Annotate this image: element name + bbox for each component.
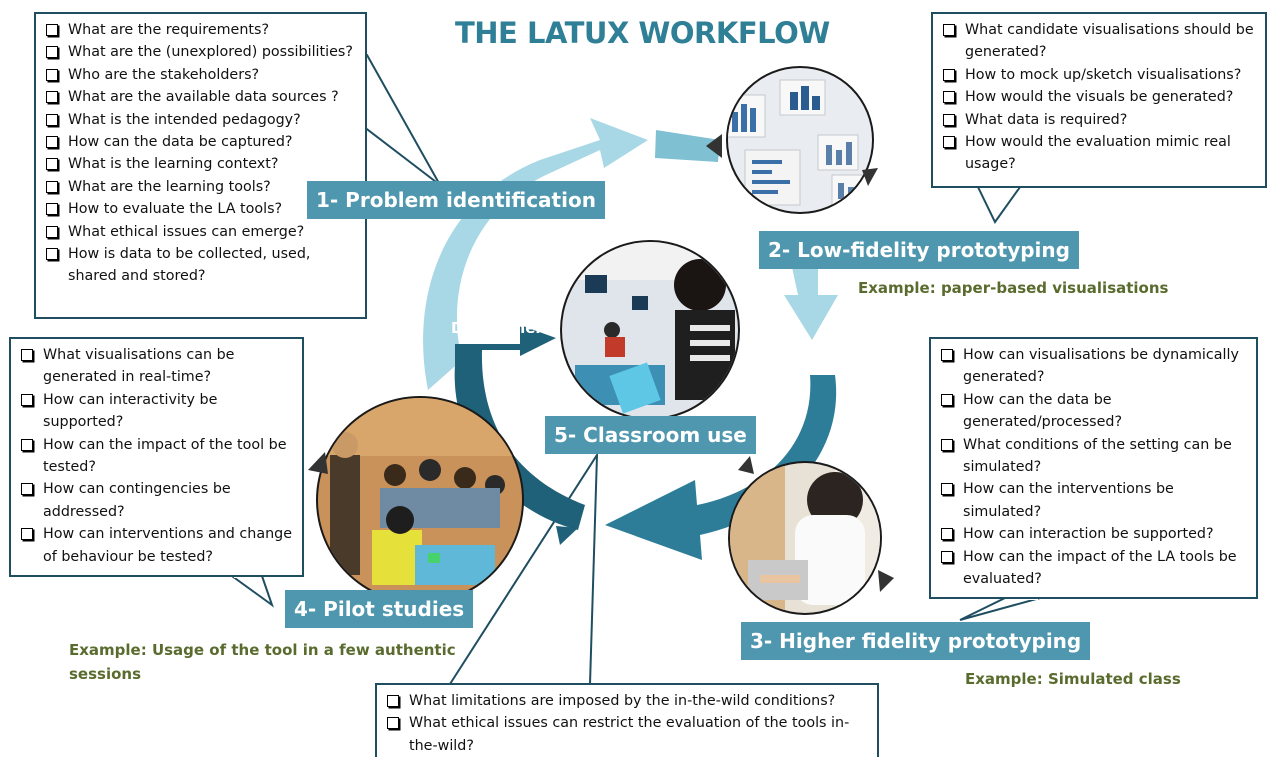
question-item: How can interactivity be supported?	[19, 389, 296, 434]
question-item: What is the learning context?	[44, 153, 359, 175]
question-item: How to evaluate the LA tools?	[44, 198, 359, 220]
question-item: How can the impact of the LA tools be ev…	[939, 546, 1250, 591]
question-item: How can the data be generated/processed?	[939, 389, 1250, 434]
question-list-low-fidelity: What candidate visualisations should be …	[941, 19, 1259, 176]
question-list-pilot-studies: What visualisations can be generated in …	[19, 344, 296, 568]
question-item: How can the interventions be simulated?	[939, 478, 1250, 523]
callout-low-fidelity: What candidate visualisations should be …	[931, 12, 1267, 188]
question-item: How can interventions and change of beha…	[19, 523, 296, 568]
question-list-problem-identification: What are the requirements?What are the (…	[44, 19, 359, 288]
question-item: How can the data be captured?	[44, 131, 359, 153]
arrow-stage1-entry	[655, 130, 720, 162]
photo-classroom-use	[560, 240, 740, 420]
question-list-higher-fidelity: How can visualisations be dynamically ge…	[939, 344, 1250, 590]
arrow-stage2-to-stage3	[784, 258, 838, 340]
question-item: What ethical issues can restrict the eva…	[385, 712, 871, 757]
example-pilot-studies: Example: Usage of the tool in a few auth…	[69, 641, 456, 683]
question-item: What candidate visualisations should be …	[941, 19, 1259, 64]
callout-tail-pilot	[228, 575, 274, 608]
callout-tail-lowfi	[976, 186, 1022, 224]
stage-label-low-fidelity: 2- Low-fidelity prototyping	[759, 231, 1079, 269]
arrow-stage1-to-stage2	[423, 118, 648, 390]
diagram-title: THE LATUX WORKFLOW	[455, 16, 830, 50]
callout-higher-fidelity: How can visualisations be dynamically ge…	[929, 337, 1258, 599]
callout-pointer-classroom	[449, 451, 599, 685]
question-item: How can visualisations be dynamically ge…	[939, 344, 1250, 389]
photo-lowfi-paper-sketch	[706, 66, 878, 214]
question-item: How can the impact of the tool be tested…	[19, 434, 296, 479]
question-item: How can contingencies be addressed?	[19, 478, 296, 523]
question-item: How would the visuals be generated?	[941, 86, 1259, 108]
question-list-classroom-use: What limitations are imposed by the in-t…	[385, 690, 871, 757]
question-item: What visualisations can be generated in …	[19, 344, 296, 389]
photo-highfi-student-laptop	[728, 456, 894, 615]
question-item: What limitations are imposed by the in-t…	[385, 690, 871, 712]
stage-label-problem-identification: 1- Problem identification	[307, 181, 605, 219]
callout-tail-highfi	[959, 597, 1041, 621]
question-item: What data is required?	[941, 109, 1259, 131]
question-item: What is the intended pedagogy?	[44, 109, 359, 131]
question-item: How is data to be collected, used, share…	[44, 243, 359, 288]
stage-label-classroom-use: 5- Classroom use	[545, 416, 756, 454]
question-item: How can interaction be supported?	[939, 523, 1250, 545]
callout-classroom-use: What limitations are imposed by the in-t…	[375, 683, 879, 757]
question-item: What are the requirements?	[44, 19, 359, 41]
question-item: What are the available data sources ?	[44, 86, 359, 108]
callout-problem-identification: What are the requirements?What are the (…	[34, 12, 367, 319]
deployment-label: Deployment	[451, 319, 554, 337]
example-higher-fidelity: Example: Simulated class	[965, 670, 1181, 688]
question-item: What ethical issues can emerge?	[44, 221, 359, 243]
question-item: How to mock up/sketch visualisations?	[941, 64, 1259, 86]
question-item: What are the (unexplored) possibilities?	[44, 41, 359, 63]
stage-label-pilot-studies: 4- Pilot studies	[285, 590, 474, 628]
question-item: Who are the stakeholders?	[44, 64, 359, 86]
stage-label-higher-fidelity: 3- Higher fidelity prototyping	[741, 622, 1091, 660]
question-item: How would the evaluation mimic real usag…	[941, 131, 1259, 176]
arrow-stage3-to-stage4	[605, 375, 837, 560]
question-item: What conditions of the setting can be si…	[939, 434, 1250, 479]
example-low-fidelity: Example: paper-based visualisations	[858, 279, 1169, 297]
question-item: What are the learning tools?	[44, 176, 359, 198]
callout-pilot-studies: What visualisations can be generated in …	[9, 337, 304, 577]
photo-pilot-studies	[308, 396, 578, 604]
